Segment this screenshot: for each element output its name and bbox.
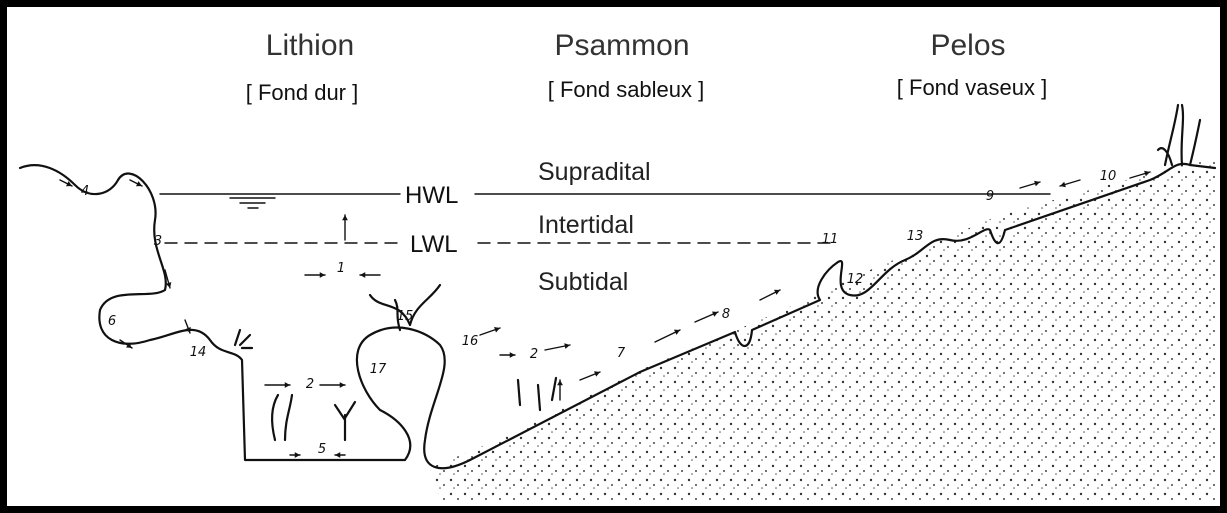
habitat-number-7: 7: [617, 346, 626, 361]
zone-title-pelos: Pelos: [930, 29, 1005, 62]
seaweed-icon: [272, 395, 292, 440]
lwl-label: LWL: [410, 231, 458, 258]
zone-substrate-psammon: [ Fond sableux ]: [548, 77, 705, 102]
arrow-head: [285, 382, 290, 388]
habitat-number-2: 2: [530, 347, 538, 362]
arrow-head: [510, 352, 515, 358]
habitat-number-17: 17: [370, 362, 387, 377]
habitat-number-13: 13: [907, 229, 924, 244]
habitat-number-16: 16: [462, 334, 479, 349]
arrow-head: [340, 382, 345, 388]
habitat-number-5: 5: [318, 442, 326, 457]
habitat-number-6: 6: [108, 314, 116, 329]
arrow-head: [320, 272, 325, 278]
habitat-number-1: 1: [337, 261, 345, 276]
habitat-number-8: 8: [722, 307, 730, 322]
zone-title-lithion: Lithion: [266, 29, 354, 62]
arrow-head: [557, 380, 563, 385]
plant-tuft-icon: [1158, 105, 1200, 165]
habitat-number-15: 15: [397, 309, 414, 324]
branching-plant-icon: [335, 402, 355, 440]
habitat-number-10: 10: [1100, 169, 1117, 184]
habitat-number-2: 2: [306, 377, 314, 392]
reed-icon: [518, 378, 556, 410]
habitat-number-9: 9: [986, 189, 994, 204]
level-subtidal: Subtidal: [538, 268, 628, 296]
habitat-number-4: 4: [81, 184, 89, 199]
habitat-number-12: 12: [847, 272, 864, 287]
zone-title-psammon: Psammon: [554, 29, 689, 62]
zone-substrate-pelos: [ Fond vaseux ]: [897, 75, 1047, 100]
arrow-head: [360, 272, 365, 278]
habitat-number-14: 14: [190, 345, 207, 360]
arrow-head: [564, 343, 570, 349]
hwl-label: HWL: [405, 182, 458, 209]
arrow-head: [335, 452, 340, 458]
star-organism-icon: [235, 330, 252, 348]
zone-substrate-lithion: [ Fond dur ]: [246, 80, 359, 105]
level-supradital: Supradital: [538, 158, 651, 186]
habitat-number-3: 3: [154, 234, 162, 249]
level-intertidal: Intertidal: [538, 211, 634, 239]
arrow-head: [295, 452, 300, 458]
habitat-number-11: 11: [822, 232, 839, 247]
arrow-head: [342, 215, 348, 220]
